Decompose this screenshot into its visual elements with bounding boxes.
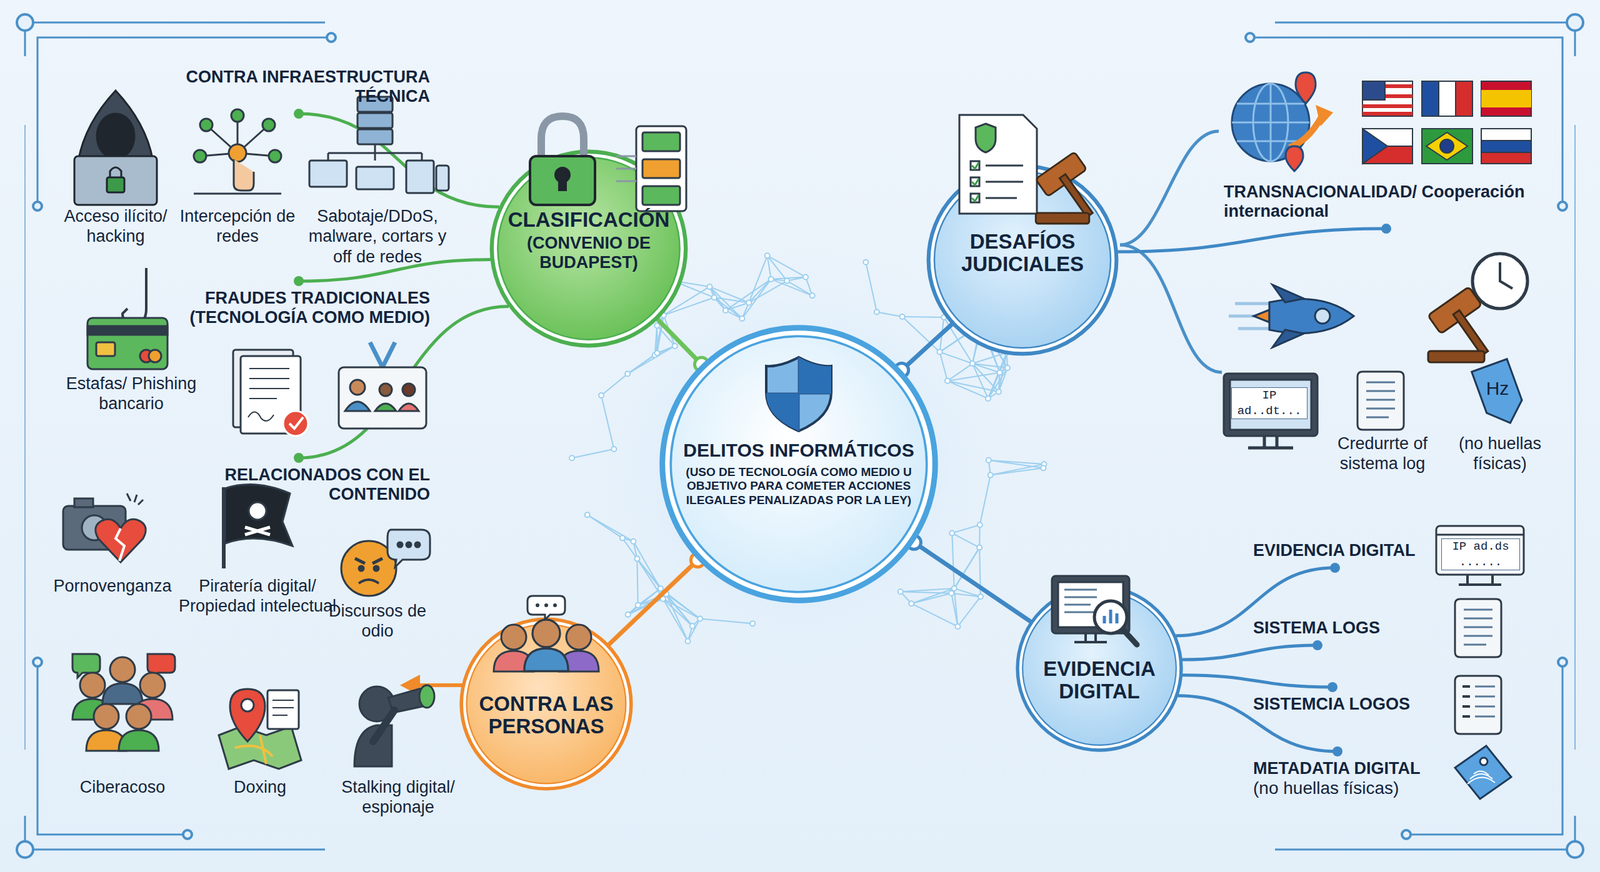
connector-dot <box>1312 640 1323 651</box>
node-title: METADATIA DIGITAL <box>1253 759 1422 779</box>
connector-dot <box>1332 746 1343 757</box>
connector-dot <box>1381 223 1392 234</box>
node-title: DELITOS INFORMÁTICOS <box>670 440 927 462</box>
connector <box>901 324 952 370</box>
node-title: FRAUDES TRADICIONALES (TECNOLOGÍA COMO M… <box>167 288 430 328</box>
hub-circle: CLASIFICACIÓN(CONVENIO DE BUDAPEST) <box>488 148 689 349</box>
category-heading: CONTRA INFRAESTRUCTURA TÉCNICA <box>167 67 430 107</box>
connector <box>1117 228 1387 252</box>
branch-heading: SISTEMA LOGS <box>1253 618 1382 639</box>
node-title: DESAFÍOS JUDICIALES <box>938 230 1107 277</box>
hub-circle: CONTRA LAS PERSONAS <box>458 616 634 792</box>
connector-dot <box>293 108 304 119</box>
icon-caption: Discursos de odio <box>324 601 431 642</box>
connector <box>913 542 1031 622</box>
circle-outline <box>658 323 940 605</box>
connector-dot <box>1327 682 1338 693</box>
node-title: EVIDENCIA DIGITAL <box>1253 541 1417 561</box>
screen-text: IP ad..dt... <box>1231 387 1308 420</box>
node-subtitle: (CONVENIO DE BUDAPEST) <box>501 233 677 273</box>
connector <box>608 560 698 645</box>
category-heading: FRAUDES TRADICIONALES (TECNOLOGÍA COMO M… <box>167 288 430 328</box>
connector-dot <box>293 453 304 464</box>
icon-caption: Ciberacoso <box>53 777 192 798</box>
category-heading: RELACIONADOS CON EL CONTENIDO <box>167 465 430 505</box>
icon-caption: Pornovenganza <box>46 576 179 597</box>
node-title: SISTEMA LOGS <box>1253 618 1382 639</box>
hub-circle: EVIDENCIA DIGITAL <box>1015 584 1184 754</box>
node-title: CONTRA INFRAESTRUCTURA TÉCNICA <box>167 67 430 107</box>
icon-caption: Credurrte of sistema log <box>1316 433 1449 475</box>
node-title: EVIDENCIA DIGITAL <box>1027 658 1172 704</box>
connector-dot <box>1330 563 1340 574</box>
node-title: RELACIONADOS CON EL CONTENIDO <box>167 465 430 505</box>
node-title: SISTEMCIA LOGOS <box>1253 695 1412 715</box>
icon-caption: Stalking digital/ espionaje <box>320 777 477 819</box>
branch-heading: METADATIA DIGITAL(no huellas físicas) <box>1253 759 1422 799</box>
icon-caption: (no huellas físicas) <box>1443 433 1557 475</box>
branch-heading: TRANSNACIONALIDAD/ Cooperación internaci… <box>1223 182 1549 222</box>
connector <box>1181 645 1318 660</box>
branch-heading: SISTEMCIA LOGOS <box>1253 695 1412 715</box>
node-subtitle: (USO DE TECNOLOGÍA COMO MEDIO U OBJETIVO… <box>670 465 927 509</box>
tag-text: Hz <box>1480 377 1515 400</box>
node-title: TRANSNACIONALIDAD/ Cooperación internaci… <box>1223 182 1549 222</box>
screen-text: IP ad.ds ...... <box>1441 538 1520 571</box>
icon-caption: Intercepción de redes <box>178 206 297 247</box>
connector <box>657 319 702 365</box>
node-title: CONTRA LAS PERSONAS <box>471 693 622 739</box>
icon-caption: Acceso ilícito/ hacking <box>50 206 182 247</box>
icon-caption: Sabotaje/DDoS, malware, cortars y off de… <box>299 206 456 267</box>
connector <box>298 306 509 459</box>
central-circle: DELITOS INFORMÁTICOS (USO DE TECNOLOGÍA C… <box>658 323 940 605</box>
icon-caption: Doxing <box>213 777 307 798</box>
connector <box>1182 675 1333 688</box>
node-title: CLASIFICACIÓN <box>501 208 677 232</box>
icon-caption: Piratería digital/ Propiedad intelectual <box>176 576 339 617</box>
branch-heading: EVIDENCIA DIGITAL <box>1253 541 1417 561</box>
icon-caption: Estafas/ Phishing bancario <box>50 373 213 415</box>
connector-dot <box>293 276 304 287</box>
connector <box>298 113 500 207</box>
hub-circle: DESAFÍOS JUDICIALES <box>925 163 1120 357</box>
node-subtitle: (no huellas físicas) <box>1253 778 1422 799</box>
